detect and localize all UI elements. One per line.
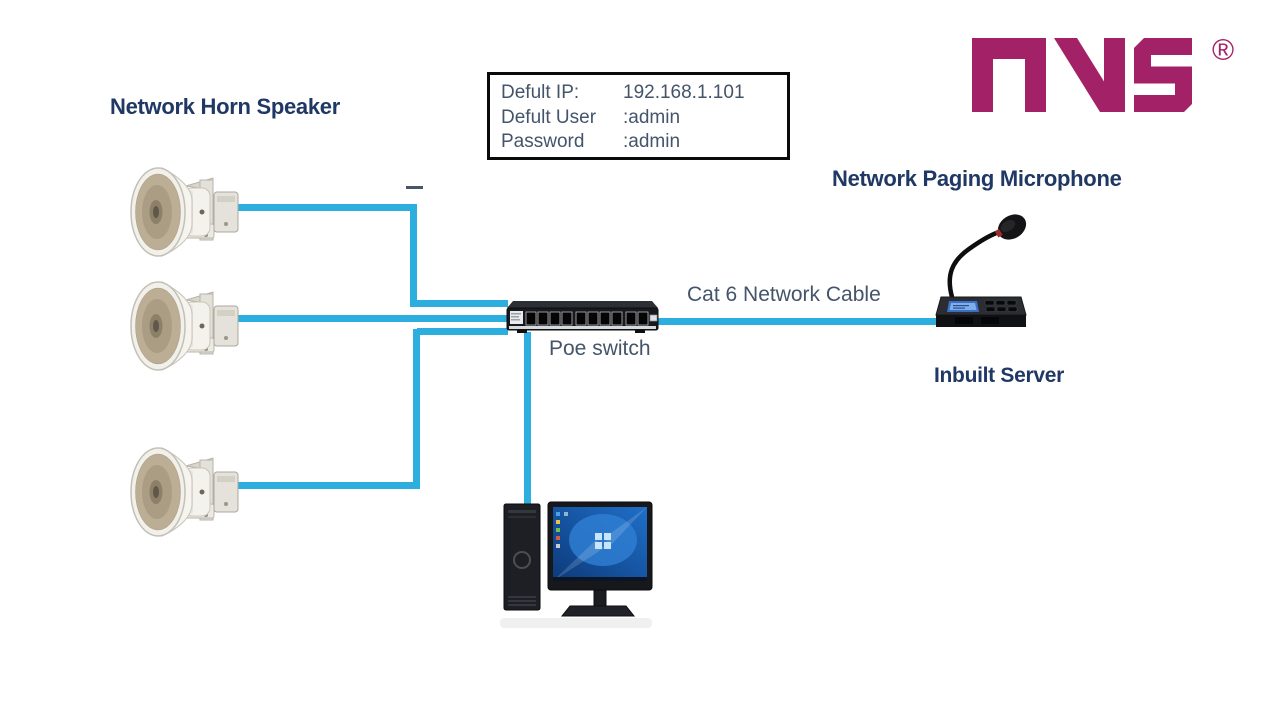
horn-speaker-label: Network Horn Speaker	[110, 94, 340, 119]
info-row-user: Defult User :admin	[501, 106, 779, 131]
paging-microphone-label: Network Paging Microphone	[832, 166, 1122, 191]
horn-speaker-icon	[128, 446, 243, 538]
cable-speaker3-to-switch	[417, 328, 508, 335]
horn-speaker-icon	[128, 166, 243, 258]
info-value: :admin	[623, 131, 681, 152]
info-value: 192.168.1.101	[623, 82, 745, 103]
paging-microphone-icon	[935, 214, 1027, 327]
horn-speaker-icon	[128, 280, 243, 372]
cable-speaker3-horizontal	[232, 482, 420, 489]
desktop-computer-icon	[500, 501, 653, 628]
info-label: Defult User	[501, 106, 597, 128]
cat6-cable-label: Cat 6 Network Cable	[687, 283, 881, 306]
cable-speaker1-horizontal	[232, 204, 413, 211]
info-row-ip: Defult IP: 192.168.1.101	[501, 81, 779, 106]
dash-mark	[406, 186, 423, 189]
info-row-password: Password :admin	[501, 130, 779, 155]
nns-logo: ®	[972, 34, 1234, 112]
info-label: Defult IP:	[501, 82, 580, 103]
default-credentials-box: Defult IP: 192.168.1.101 Defult User :ad…	[487, 72, 790, 160]
cable-speaker3-riser	[413, 329, 420, 489]
registered-trademark: ®	[1212, 34, 1234, 67]
poe-switch-icon	[506, 301, 659, 333]
cable-switch-to-microphone	[656, 318, 942, 325]
cable-speaker1-to-switch	[413, 300, 508, 307]
cable-speaker1-riser	[410, 204, 417, 307]
cable-switch-to-computer	[524, 332, 531, 508]
inbuilt-server-label: Inbuilt Server	[934, 364, 1065, 387]
cable-speaker2-to-switch	[232, 315, 508, 322]
info-value: :admin	[623, 106, 681, 128]
poe-switch-label: Poe switch	[549, 337, 651, 360]
info-label: Password	[501, 131, 585, 152]
